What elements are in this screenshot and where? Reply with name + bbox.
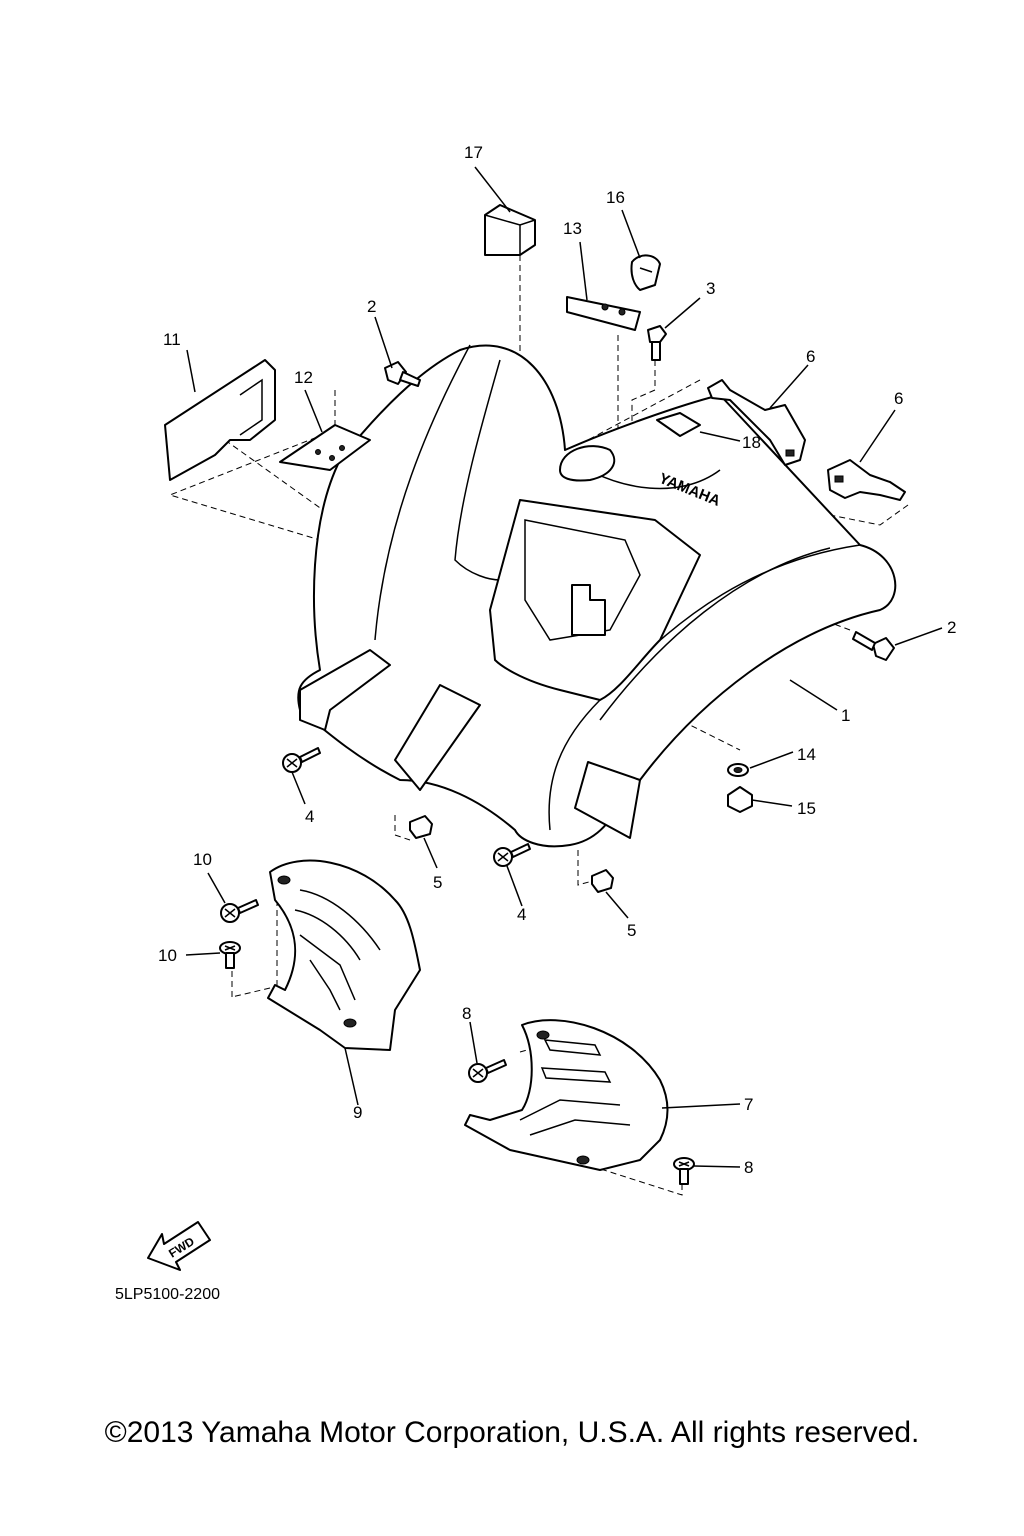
foam-block [484, 204, 536, 256]
bracket-hole [601, 303, 609, 311]
callout-17: 17 [464, 143, 483, 162]
grommet-5-right [591, 869, 614, 893]
screw-8-lower [673, 1157, 695, 1185]
screw-10-lower [219, 941, 241, 969]
callout-2-upper: 2 [367, 297, 376, 316]
rear-fender: YAMAHA [297, 344, 897, 848]
callout-4-left: 4 [305, 807, 314, 826]
callout-16: 16 [606, 188, 625, 207]
callout-6-right: 6 [894, 389, 903, 408]
grommet-5-left [409, 815, 433, 839]
callout-13: 13 [563, 219, 582, 238]
callout-12: 12 [294, 368, 313, 387]
mud-guard-9 [267, 859, 421, 1051]
screw-8-upper [468, 1059, 507, 1083]
bolt-3 [647, 325, 667, 361]
callout-5-right: 5 [627, 921, 636, 940]
plate-hole [339, 445, 345, 451]
callout-18: 18 [742, 433, 761, 452]
bolt-2-upper [384, 361, 421, 387]
bracket-hole [618, 308, 626, 316]
bracket-hole [834, 475, 844, 483]
callout-4-right: 4 [517, 905, 526, 924]
bolt-2-right [852, 631, 895, 661]
leader-lines [185, 166, 943, 1168]
screw-4-left [282, 747, 321, 773]
callout-1: 1 [841, 706, 850, 725]
strap-bracket [566, 296, 641, 331]
callouts: 17 16 13 3 2 11 6 12 6 18 2 1 14 15 4 10… [158, 143, 956, 1177]
callout-11: 11 [163, 330, 181, 349]
callout-2-right: 2 [947, 618, 956, 637]
callout-8-lower: 8 [744, 1158, 753, 1177]
callout-9: 9 [353, 1103, 362, 1122]
copyright-notice: ©2013 Yamaha Motor Corporation, U.S.A. A… [104, 1416, 920, 1449]
seat-bracket-left [707, 379, 806, 466]
callout-15: 15 [797, 799, 816, 818]
mud-guard-7 [464, 1019, 669, 1171]
callout-7: 7 [744, 1095, 753, 1114]
callout-3: 3 [706, 279, 715, 298]
plate-hole [329, 455, 335, 461]
callout-14: 14 [797, 745, 816, 764]
callout-6-left: 6 [806, 347, 815, 366]
screw-10-upper [220, 899, 259, 923]
clip [630, 254, 661, 291]
side-flap-panel [164, 359, 276, 481]
diagram-code: 5LP5100-2200 [115, 1286, 220, 1303]
seat-bracket-right [827, 459, 906, 501]
callout-5-left: 5 [433, 873, 442, 892]
bracket-hole [785, 449, 795, 457]
callout-10-upper: 10 [193, 850, 212, 869]
pad [656, 412, 701, 437]
forward-direction-arrow: FWD [147, 1221, 211, 1271]
washer [727, 763, 749, 777]
mounting-plate [279, 424, 371, 471]
callout-10-lower: 10 [158, 946, 177, 965]
nut [727, 786, 753, 813]
screw-4-right [493, 843, 531, 867]
plate-hole [315, 449, 321, 455]
callout-8-upper: 8 [462, 1004, 471, 1023]
